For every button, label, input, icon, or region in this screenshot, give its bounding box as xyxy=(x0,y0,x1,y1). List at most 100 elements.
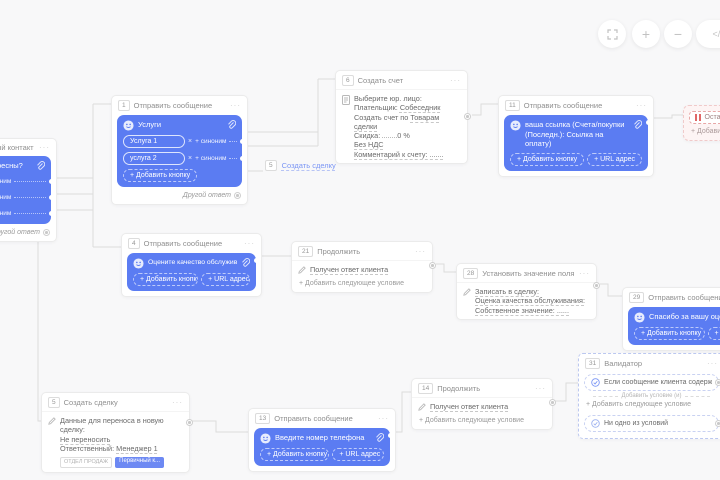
stage-tag[interactable]: Первичный к... xyxy=(115,457,165,469)
add-synonym-button[interactable]: + синоним xyxy=(195,155,227,162)
message-block[interactable]: Услуги Услуга 1 × + синоним услуга 2 × +… xyxy=(117,115,245,187)
message-output-port[interactable] xyxy=(388,433,393,438)
node-29-send-message[interactable]: 29 Отправить сообщение Спасибо за вашу о… xyxy=(622,287,720,351)
invoice-entity-row[interactable]: Выберите юр. лицо: xyxy=(354,94,422,103)
button-row[interactable]: услуга 2 × + синоним xyxy=(123,152,245,165)
none-output-port[interactable] xyxy=(715,420,720,427)
field-value[interactable]: Собственное значение: ...... xyxy=(475,305,569,315)
node-menu-button[interactable]: ··· xyxy=(535,384,546,393)
button-output-port[interactable] xyxy=(240,139,245,144)
add-synonym-button[interactable]: + синоним xyxy=(0,193,12,201)
add-condition-and-divider[interactable]: Добавить условие (и) xyxy=(593,393,710,399)
add-button-button[interactable]: + Добавить кнопку xyxy=(133,273,199,286)
remove-button-icon[interactable]: × xyxy=(188,155,193,162)
node-menu-button[interactable]: ··· xyxy=(39,143,50,152)
add-button-button[interactable]: + Добавить кнопку xyxy=(510,152,585,166)
node-menu-button[interactable]: ··· xyxy=(244,239,255,248)
deal-transfer-value[interactable]: Не переносить xyxy=(60,434,111,444)
node-stop-bot[interactable]: Остановка бота + Добавить действие xyxy=(683,105,720,141)
node-menu-button[interactable]: ··· xyxy=(415,247,426,256)
node-menu-button[interactable]: ··· xyxy=(230,101,241,110)
button-row[interactable]: + синоним xyxy=(0,191,54,203)
remove-button-icon[interactable]: × xyxy=(188,138,193,145)
add-synonym-button[interactable]: + синоним xyxy=(0,177,12,185)
deal-owner-row[interactable]: Ответственный: Менеджер 1 xyxy=(60,444,183,453)
node-menu-button[interactable]: ··· xyxy=(636,101,647,110)
message-block[interactable]: Введите номер телефона + Добавить кнопку… xyxy=(254,428,393,466)
button-output-port[interactable] xyxy=(49,210,54,216)
invoice-comment[interactable]: Комментарий к счету: ....... xyxy=(354,149,444,159)
invoice-payer-row[interactable]: Плательщик: Собеседник xyxy=(354,103,461,112)
add-url-button[interactable]: + URL адрес xyxy=(707,327,720,340)
output-port[interactable] xyxy=(464,113,471,120)
node-menu-button[interactable]: ··· xyxy=(579,269,590,278)
node-14-continue[interactable]: 14 Продолжить ··· Получен ответ клиента … xyxy=(411,378,556,431)
message-output-port[interactable] xyxy=(254,258,259,263)
invoice-source-row[interactable]: Создать счет по Товарам сделки xyxy=(354,113,461,132)
link-node-5[interactable]: 5 Создать сделку xyxy=(265,160,336,171)
field-name[interactable]: Оценка качества обслуживания: xyxy=(475,296,585,306)
attach-icon[interactable] xyxy=(375,433,384,443)
button-output-port[interactable] xyxy=(49,194,54,200)
add-url-button[interactable]: + URL адрес xyxy=(332,448,384,461)
button-row[interactable]: Услуга 1 × + синоним xyxy=(123,135,245,148)
attach-icon[interactable] xyxy=(227,120,236,130)
add-url-button[interactable]: + URL адрес xyxy=(587,152,642,166)
add-button-button[interactable]: + Добавить кнопку xyxy=(634,327,705,340)
add-button-button[interactable]: + Добавить кнопку xyxy=(260,448,330,461)
zoom-in-button[interactable]: + xyxy=(632,20,660,48)
node-1-send-message[interactable]: 1 Отправить сообщение ··· Услуги Услуга … xyxy=(111,95,248,205)
button-output-port[interactable] xyxy=(240,156,245,161)
pipeline-tag[interactable]: ОТДЕЛ ПРОДАЖ xyxy=(60,457,113,469)
invoice-source-value[interactable]: Товарам сделки xyxy=(354,112,440,131)
button-output-port[interactable] xyxy=(49,178,54,184)
output-port[interactable] xyxy=(549,399,556,406)
add-synonym-button[interactable]: + синоним xyxy=(195,138,227,145)
condition-text[interactable]: Получен ответ клиента xyxy=(430,402,509,411)
add-action-button[interactable]: + Добавить действие xyxy=(691,128,720,135)
stop-bot-action[interactable]: Остановка бота xyxy=(689,111,720,124)
validator-condition-row[interactable]: Если сообщение клиента содержит: телефон xyxy=(584,374,720,391)
payer-value[interactable]: Собеседник xyxy=(399,103,441,113)
node-menu-button[interactable]: ··· xyxy=(378,414,389,423)
field-target[interactable]: Записать в сделку: xyxy=(475,287,540,296)
other-answer-port[interactable] xyxy=(234,192,241,199)
reply-button[interactable]: услуга 2 xyxy=(123,152,185,165)
vat-toggle[interactable]: Без НДС xyxy=(354,140,384,150)
node-menu-button[interactable]: ··· xyxy=(707,359,718,368)
output-port[interactable] xyxy=(186,419,193,426)
attach-icon[interactable] xyxy=(36,161,45,171)
attach-icon[interactable] xyxy=(241,258,250,268)
node-start[interactable]: Первичный контакт ··· Какие услуги вам и… xyxy=(0,138,57,242)
node-13-send-message[interactable]: 13 Отправить сообщение ··· Введите номер… xyxy=(248,408,396,472)
fullscreen-button[interactable] xyxy=(598,20,626,48)
button-row[interactable]: + синоним xyxy=(0,175,54,187)
message-output-port[interactable] xyxy=(646,120,651,125)
node-menu-button[interactable]: ··· xyxy=(172,398,183,407)
add-synonym-button[interactable]: + синоним xyxy=(0,209,12,217)
message-block[interactable]: Оцените качество обслуживания от 1 до 10… xyxy=(127,253,259,291)
reply-button[interactable]: Услуга 1 xyxy=(123,135,185,148)
invoice-discount-row[interactable]: Скидка: 0 % xyxy=(354,131,461,140)
add-button-button[interactable]: + Добавить кнопку xyxy=(123,169,198,182)
discount-input[interactable] xyxy=(382,131,398,139)
validator-none-row[interactable]: Ни одно из условий xyxy=(584,415,720,432)
add-next-condition-button[interactable]: + Добавить следующее условие xyxy=(586,401,691,408)
output-port[interactable] xyxy=(593,282,600,289)
node-6-create-invoice[interactable]: 6 Создать счет ··· Выберите юр. лицо: Пл… xyxy=(335,70,471,165)
owner-value[interactable]: Менеджер 1 xyxy=(116,443,158,453)
node-21-continue[interactable]: 21 Продолжить ··· Получен ответ клиента … xyxy=(291,241,436,294)
code-view-button[interactable]: </> xyxy=(696,20,720,48)
node-menu-button[interactable]: ··· xyxy=(450,76,461,85)
message-block[interactable]: Какие услуги вам интересны? + синоним + … xyxy=(0,156,54,224)
condition-output-port[interactable] xyxy=(715,379,720,386)
node-28-set-field[interactable]: 28 Установить значение поля ··· Записать… xyxy=(456,263,600,320)
node-5-create-deal[interactable]: 5 Создать сделку ··· Данные для переноса… xyxy=(41,392,193,474)
condition-text[interactable]: Получен ответ клиента xyxy=(310,265,389,274)
node-4-send-message[interactable]: 4 Отправить сообщение ··· Оцените качест… xyxy=(121,233,262,297)
add-next-condition-button[interactable]: + Добавить следующее условие xyxy=(419,417,524,425)
condition-value[interactable]: содержит: телефон xyxy=(688,379,712,386)
button-row[interactable]: + синоним xyxy=(0,207,54,219)
zoom-out-button[interactable]: − xyxy=(664,20,692,48)
